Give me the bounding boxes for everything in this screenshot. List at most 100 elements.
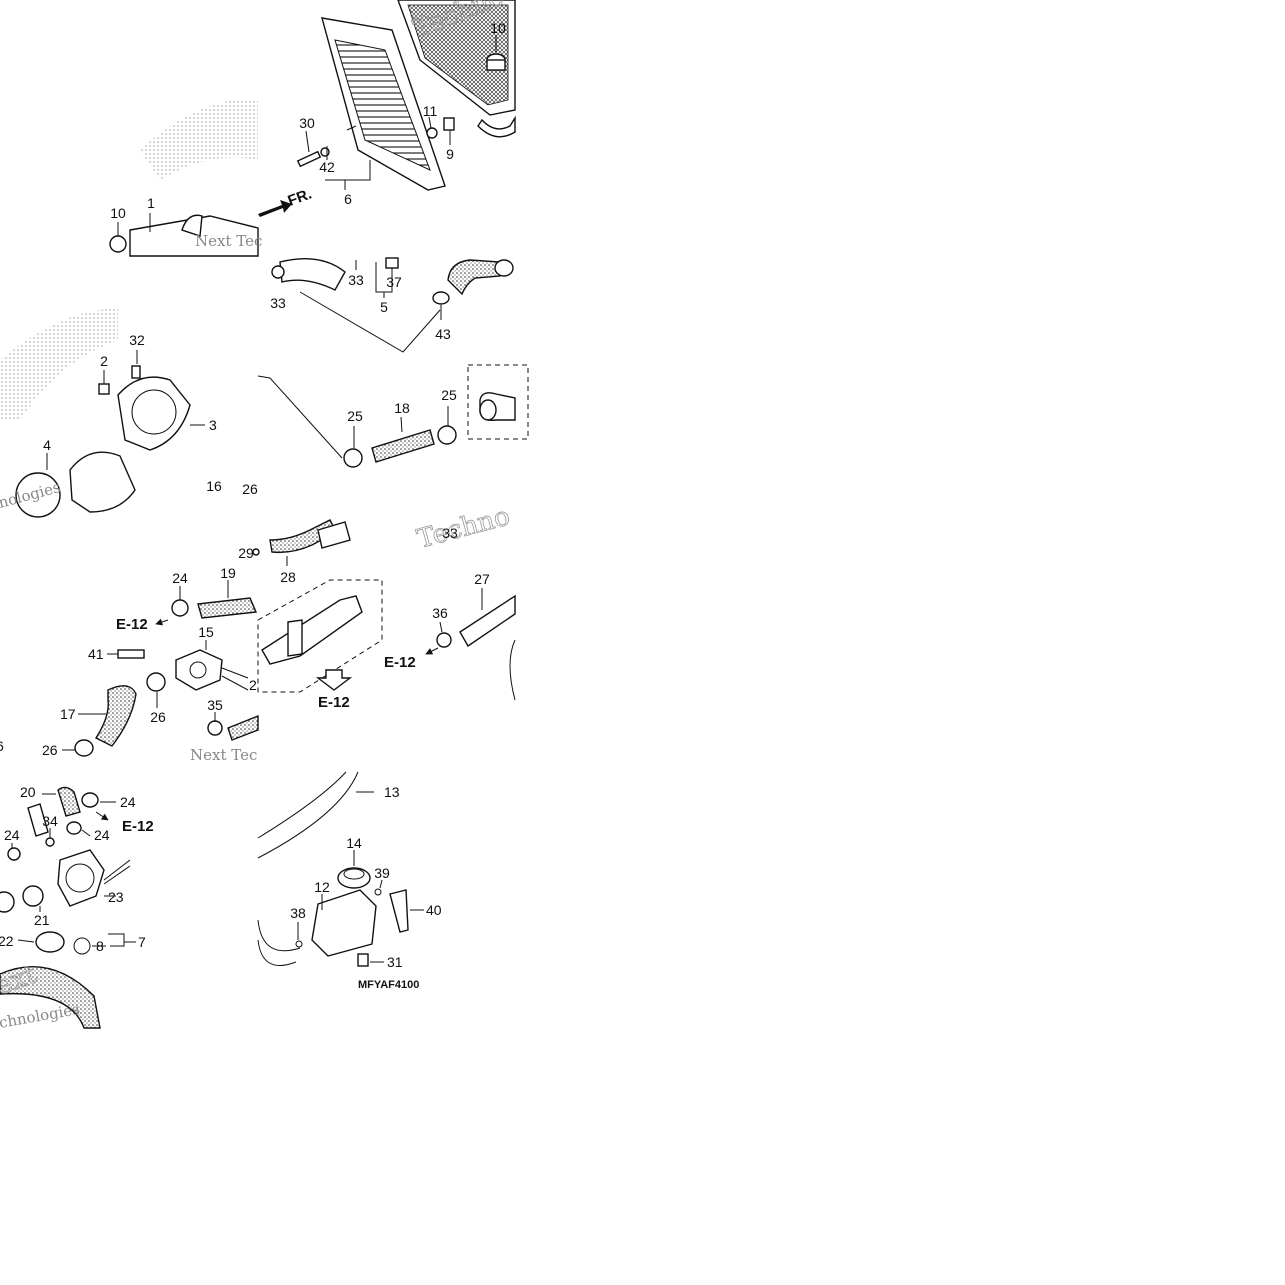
callout-20: 20 — [20, 784, 36, 800]
hose-17 — [94, 685, 137, 747]
tile-reservoir: 13 14 12 39 40 38 31 MFYAF4100 — [257, 771, 442, 991]
callout-1: 1 — [147, 195, 155, 211]
o-ring-39 — [374, 888, 382, 896]
nut-33-left — [271, 265, 285, 279]
hose-27 — [459, 594, 516, 648]
clamp-36 — [436, 632, 452, 648]
clamp-43 — [432, 291, 450, 305]
callout-39: 39 — [374, 865, 390, 881]
thermostat-housing-15 — [175, 649, 223, 691]
tile-fan-housing: Next Tec 10 1 — [109, 99, 262, 257]
callout-25-right: 25 — [441, 387, 457, 403]
sensor — [27, 803, 49, 837]
breather-hose-40 — [389, 889, 409, 933]
callout-24-b: 24 — [94, 827, 110, 843]
front-marker: FR. — [286, 186, 315, 210]
callout-5: 5 — [380, 299, 388, 315]
callout-21: 21 — [34, 912, 50, 928]
watermark-next-tec: Next Tec — [195, 232, 262, 250]
washer-34 — [45, 837, 55, 847]
clip-9 — [443, 117, 455, 131]
clamp-25-right — [437, 425, 457, 445]
fan-blade — [279, 257, 346, 291]
callout-6: 6 — [344, 191, 352, 207]
callout-38: 38 — [290, 905, 306, 921]
watermark-chnologies: chnologies — [0, 1000, 81, 1032]
callout-10-top: 10 — [490, 20, 506, 36]
callout-29: 29 — [238, 545, 254, 561]
radiator-outlet — [477, 115, 516, 138]
hose-19 — [197, 597, 258, 619]
callout-25-left: 25 — [347, 408, 363, 424]
callout-24-top: 24 — [172, 570, 188, 586]
water-pipe — [261, 595, 363, 665]
callout-36: 36 — [432, 605, 448, 621]
clamp-35 — [207, 720, 223, 736]
reservoir-cap-14 — [337, 867, 371, 889]
pump-cover-3 — [117, 376, 191, 451]
callout-23: 23 — [108, 889, 124, 905]
clip-29 — [252, 548, 260, 556]
callout-26-low: 26 — [42, 742, 58, 758]
callout-24-c: 24 — [4, 827, 20, 843]
dashed-pipe-box — [257, 579, 383, 693]
callout-31: 31 — [387, 954, 403, 970]
ref-e12-c: E-12 — [384, 654, 416, 671]
ref-arrow-down — [315, 669, 353, 691]
callout-35: 35 — [207, 697, 223, 713]
hose-18 — [371, 429, 435, 463]
hose-joint-ring — [479, 399, 497, 421]
clamp-26-mid — [146, 672, 166, 692]
callout-18: 18 — [394, 400, 410, 416]
callout-41: 41 — [88, 646, 104, 662]
callout-32: 32 — [129, 332, 145, 348]
hose-bottom — [0, 966, 101, 1029]
ref-e12-a: E-12 — [116, 616, 148, 633]
o-ring-left — [0, 891, 15, 913]
pipe-bracket — [287, 619, 303, 657]
callout-37: 37 — [386, 274, 402, 290]
callout-8: 8 — [96, 938, 104, 954]
pin-2 — [98, 383, 110, 395]
bolt-32 — [131, 365, 141, 379]
hose-upper — [447, 259, 501, 296]
callout-26-mid: 26 — [150, 709, 166, 725]
hose-clamp-upper — [494, 259, 514, 277]
callout-33-mid: 33 — [348, 272, 364, 288]
callout-10-left: 10 — [110, 205, 126, 221]
tile-thermostat-parts: 20 24 24 24 34 E-12 23 21 22 8 7 ext chn… — [0, 784, 154, 1032]
clamp-26-low — [74, 739, 94, 757]
clamp-24-b — [66, 821, 82, 835]
callout-40: 40 — [426, 902, 442, 918]
fan-housing-neck — [181, 214, 203, 237]
watermark-wing-mid — [0, 308, 118, 420]
o-ring-8 — [73, 937, 91, 955]
callout-33-right: 33 — [442, 525, 458, 541]
callout-33-left: 33 — [270, 295, 286, 311]
pump-body-4 — [69, 451, 136, 513]
cap-7 — [35, 931, 65, 953]
washer-42 — [320, 147, 330, 157]
callout-34: 34 — [42, 813, 58, 829]
callout-3: 3 — [209, 417, 217, 433]
callout-22: 22 — [0, 933, 14, 949]
callout-43: 43 — [435, 326, 451, 342]
callout-30: 30 — [299, 115, 315, 131]
watermark-wing-top — [140, 99, 258, 180]
watermark-brand-mid: Techno — [414, 501, 513, 554]
clamp-25-left — [343, 448, 363, 468]
tile-hoses-upper: 33 33 37 5 43 25 18 25 — [257, 257, 529, 468]
callout-12: 12 — [314, 879, 330, 895]
reservoir-tank-12 — [311, 889, 377, 957]
clamp-24-c — [7, 847, 21, 861]
callout-6-partial: 6 — [0, 738, 4, 754]
shroud-grille — [334, 39, 431, 171]
clamp-24-top — [171, 599, 189, 617]
callout-19: 19 — [220, 565, 236, 581]
callout-9: 9 — [446, 146, 454, 162]
diagram-code: MFYAF4100 — [358, 979, 419, 991]
thermostat-21 — [22, 885, 44, 907]
callout-16: 16 — [206, 478, 222, 494]
tile-radiator: Techno FR. 10 30 42 6 11 9 — [258, 0, 516, 217]
